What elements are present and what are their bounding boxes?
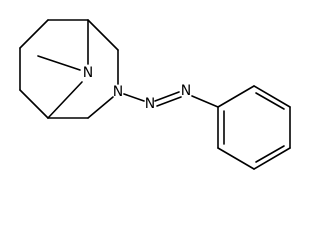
phenyl-bond-2 bbox=[253, 85, 291, 108]
bond-c5-c6 bbox=[19, 89, 49, 119]
bond-bridge-n-c5 bbox=[47, 81, 83, 119]
bond-azo-double-a bbox=[154, 91, 180, 102]
structure-diagram: N N N N bbox=[19, 19, 291, 170]
phenyl-double-1 bbox=[255, 92, 285, 110]
bond-ring-n-azo-n1 bbox=[123, 93, 145, 102]
phenyl-double-2 bbox=[255, 145, 285, 163]
bond-azo-n2-phenyl bbox=[191, 95, 219, 108]
azo-nitrogen-2-label: N bbox=[181, 83, 191, 99]
bond-c2-c3 bbox=[87, 19, 119, 51]
molecule-drawing: N N N N bbox=[19, 19, 291, 170]
phenyl-ring bbox=[217, 85, 291, 170]
phenyl-bond-4 bbox=[253, 147, 291, 170]
ring-nitrogen-label: N bbox=[113, 84, 123, 100]
azo-nitrogen-1-label: N bbox=[145, 96, 155, 112]
bond-ring-n-c4 bbox=[87, 96, 114, 119]
phenyl-bond-5 bbox=[217, 147, 255, 170]
bond-c7-c1 bbox=[19, 19, 49, 49]
phenyl-bond-1 bbox=[217, 85, 255, 108]
azo-linkage bbox=[123, 91, 219, 108]
bond-azo-double-b bbox=[156, 96, 182, 107]
bridge-nitrogen-label: N bbox=[83, 65, 93, 81]
bond-bridge-n-methyl bbox=[37, 55, 81, 71]
bicyclic-ring bbox=[19, 19, 119, 119]
